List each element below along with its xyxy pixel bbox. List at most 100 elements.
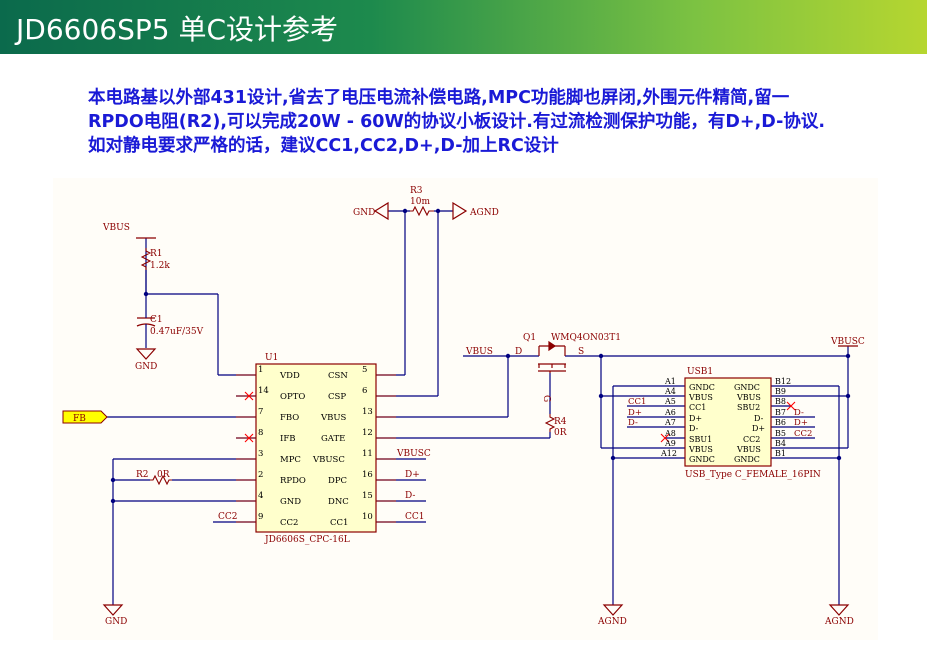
usb-pin-left: A7 [664,418,676,427]
usb-pin-right: B8 [775,397,786,406]
usb-net-left: D- [628,418,638,428]
usb-net-right: D+ [794,418,808,428]
usb-part: USB_Type C_FEMALE_16PIN [685,470,821,480]
usb-pin-name-left: D- [689,424,699,433]
u1-pin-num: 4 [258,491,263,501]
usb-net-right: CC2 [794,429,812,439]
net-agnd-r3: AGND [469,208,499,218]
page-title: JD6606SP5 单C设计参考 [16,13,339,46]
r4-body [544,414,556,432]
usb-pin-name-left: D+ [689,414,702,423]
usb-pin-left: A12 [660,449,677,458]
usb-pin-left: A9 [664,439,676,448]
usb-pin-name-left: GNDC [689,455,715,464]
net-cc2-in: CC2 [218,512,238,522]
u1-pin-name: FBO [280,413,299,423]
r2-ref: R2 [136,470,149,480]
c1-ref: C1 [150,315,163,325]
usb-pin-right: B12 [775,377,791,386]
usb-pin-name-right: VBUS [736,393,761,402]
net-vbusc: VBUSC [830,337,865,347]
r3-body [410,205,434,217]
u1-pin-num: 6 [362,386,367,396]
u1-pin-num: 1 [258,365,263,375]
usb-pin-name-right: GNDC [734,455,760,464]
u1-ref: U1 [265,353,278,363]
description: 本电路基以外部431设计,省去了电压电流补偿电路,MPC功能脚也屏闭,外围元件精… [88,86,908,158]
usb-ref: USB1 [687,367,713,377]
usb-pin-right: B9 [775,387,786,396]
u1-pin-num: 2 [258,470,263,480]
usb-pin-left: A8 [664,429,676,438]
usb-pin-right: B1 [775,449,786,458]
u1-pin-num: 11 [362,449,373,459]
u1-pin-name: MPC [280,455,301,465]
no-connect-marks [244,391,796,443]
usb-connector [684,377,772,467]
u1-pin-num: 14 [258,386,269,396]
usb-pin-left: A5 [664,397,676,406]
net-vbus-top: VBUS [102,223,130,233]
usb-pin-right: B4 [775,439,786,448]
net-vbusc-u1: VBUSC [396,449,431,459]
r2-value: 0R [157,470,170,480]
usb-net-right: D- [794,408,804,418]
usb-pin-name-left: VBUS [688,445,713,454]
net-gnd-c1: GND [135,362,157,372]
net-dn-u1: D- [405,491,415,501]
resistors [140,205,556,486]
r4-value: 0R [554,428,567,438]
usb-pin-right: B5 [775,429,786,438]
u1-pin-num: 5 [362,365,367,375]
r1-value: 1.2k [150,261,170,271]
usb-pin-name-right: SBU2 [737,403,760,412]
usb-pin-name-right: D- [754,414,764,423]
description-line-3: 如对静电要求严格的话，建议CC1,CC2,D+,D-加上RC设计 [88,136,559,156]
u1-pin-name: GATE [321,434,345,444]
q1-ref: Q1 [523,333,536,343]
junctions [110,208,851,504]
net-gnd-r3: GND [353,208,375,218]
u1-pin-num: 7 [258,407,263,417]
usb-pin-right: B6 [775,418,786,427]
fb-port [62,410,108,424]
u1-part: JD6606S_CPC-16L [264,535,350,545]
title-bar: JD6606SP5 单C设计参考 [0,0,927,54]
net-cc1-u1: CC1 [405,512,425,522]
usb-pin-name-left: VBUS [688,393,713,402]
u1-pin-name: DNC [328,497,349,507]
r3-ref: R3 [410,186,423,196]
usb-pin-name-left: SBU1 [689,435,712,444]
u1-pin-name: CC2 [280,518,298,528]
power-symbols [102,201,858,616]
q1-mosfet [538,340,566,373]
usb-pin-name-left: CC1 [689,403,706,412]
schematic-diagram: VBUS R1 1.2k C1 0.47uF/35V GND R3 10m GN… [62,186,865,627]
u1-pin-num: 13 [362,407,373,417]
usb-pin-name-left: GNDC [689,383,715,392]
u1-pin-name: RPDO [280,476,306,486]
schematic-panel: VBUS R1 1.2k C1 0.47uF/35V GND R3 10m GN… [53,178,878,640]
usb-net-left: D+ [628,408,642,418]
usb-net-left: CC1 [628,397,646,407]
r4-ref: R4 [554,417,567,427]
net-dp-u1: D+ [405,470,420,480]
q1-part: WMQ4ON03T1 [551,333,621,343]
net-vbus-q1: VBUS [465,347,493,357]
u1-pin-num: 3 [258,449,263,459]
wires [63,210,849,605]
usb-pin-name-right: D+ [752,424,765,433]
usb-pin-left: A1 [664,377,676,386]
description-line-1: 本电路基以外部431设计,省去了电压电流补偿电路,MPC功能脚也屏闭,外围元件精… [88,88,790,108]
usb-pin-left: A4 [664,387,676,396]
r1-ref: R1 [150,249,163,259]
r2-body [150,474,172,486]
u1-pin-num: 16 [362,470,373,480]
net-agnd-right: AGND [824,617,854,627]
u1-pin-num: 12 [362,428,373,438]
u1-pin-num: 10 [362,512,373,522]
u1-pin-stubs [236,374,396,523]
usb-pin-left: A6 [664,408,676,417]
u1-pin-num: 9 [258,512,263,522]
q1-drain-label: D [515,347,522,357]
